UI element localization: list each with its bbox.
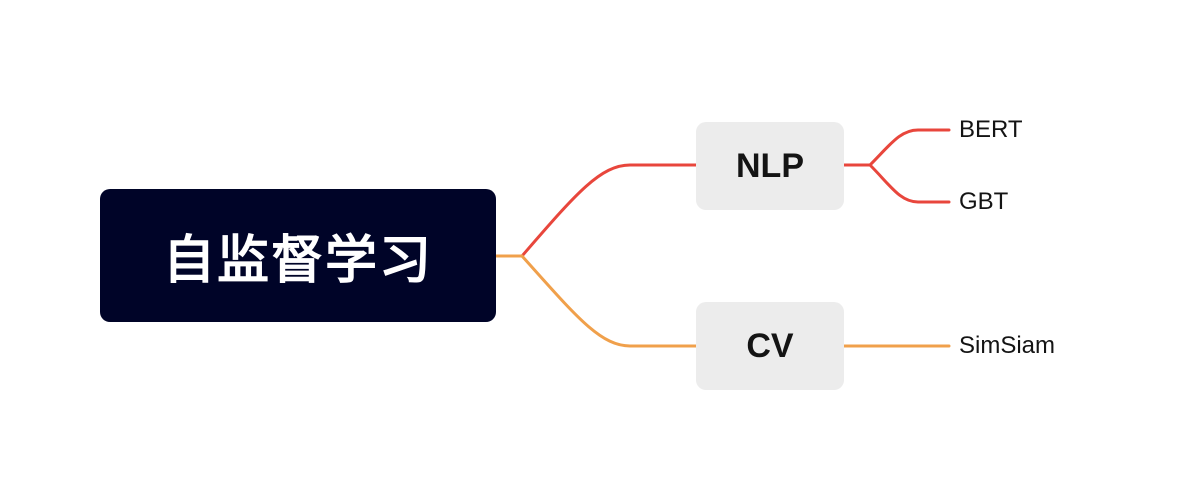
leaf-node-bert[interactable]: BERT — [959, 116, 1023, 144]
leaf-node-gbt[interactable]: GBT — [959, 188, 1008, 216]
root-node-label: 自监督学习 — [162, 231, 433, 291]
branch-node-nlp-label: NLP — [736, 146, 804, 185]
leaf-node-gbt-label: GBT — [959, 188, 1009, 215]
edge-root-nlp — [494, 163, 698, 258]
leaf-node-bert-label: BERT — [959, 116, 1023, 143]
edge-nlp-gbt — [868, 163, 951, 204]
edge-nlp-bert — [842, 128, 951, 167]
edge-root-cv — [494, 254, 698, 348]
branch-node-cv[interactable]: CV — [696, 302, 844, 390]
branch-node-cv-label: CV — [746, 326, 794, 365]
branch-node-nlp[interactable]: NLP — [696, 122, 844, 210]
leaf-node-simsiam[interactable]: SimSiam — [959, 332, 1055, 360]
root-node[interactable]: 自监督学习 — [100, 189, 496, 322]
leaf-node-simsiam-label: SimSiam — [959, 332, 1056, 359]
